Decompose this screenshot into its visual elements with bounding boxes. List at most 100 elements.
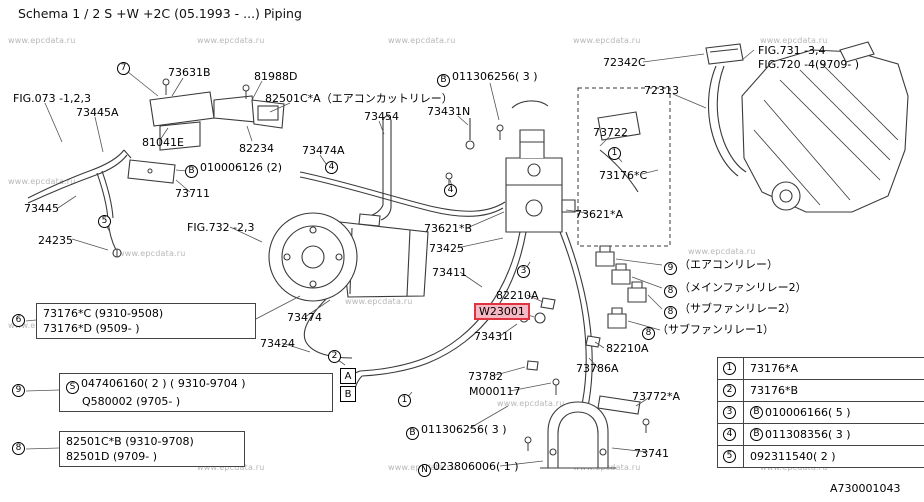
part-label-73772a: 73772*A [632,390,681,403]
drawing-number: A730001043 [830,482,901,495]
fig-ref-732: FIG.732 -2,3 [187,221,255,234]
part-number: 010006166( 5 ) [765,406,851,419]
box6-marker: 6 [12,314,25,327]
part-number: 011308356( 3 ) [765,428,851,441]
circled-number-8: 8 [664,306,677,319]
circled-letter-b: B [750,428,763,441]
circled-letter-b: B [750,406,763,419]
relay-label-subfan2: 8（サブファンリレー2） [664,302,796,319]
relay-name: （エアコンリレー） [679,258,778,271]
circled-number-8: 8 [664,285,677,298]
fig-ref-073: FIG.073 -1,2,3 [13,92,92,105]
circled-number-5: 5 [723,450,736,463]
ref-box-line: 82501C*B (9310-9708) [66,435,194,448]
callout-marker-5: 5 [98,215,111,228]
callout-marker-1a: 1 [608,147,621,160]
watermark: www.epcdata.ru [197,36,265,45]
circled-letter-n: N [418,464,431,477]
legend-num-cell: 1 [718,358,744,379]
ref-box-line: 73176*D (9509- ) [43,322,140,335]
part-label-73425: 73425 [429,242,464,255]
circled-letter-b: B [437,74,450,87]
fig-ref-731: FIG.731 -3,4 [758,44,826,57]
relay-label-mainfan2: 8（メインファンリレー2） [664,281,807,298]
watermark: www.epcdata.ru [8,36,76,45]
part-label-73431i: 73431I [474,330,513,343]
page-title: Schema 1 / 2 S +W +2C (05.1993 - ...) Pi… [18,6,302,21]
ref-box-73176: 73176*C (9310-9508) 73176*D (9509- ) [36,303,256,339]
part-label-73621b: 73621*B [424,222,473,235]
legend-part-cell: 73176*A [744,362,924,375]
circled-number-9: 9 [664,262,677,275]
circled-number-2: 2 [723,384,736,397]
connector-box-a: A [340,368,356,384]
part-label-82234: 82234 [239,142,274,155]
relay-name: （サブファンリレー1） [657,323,774,336]
part-number: 010006126 (2) [200,161,283,174]
part-number: 092311540( 2 ) [750,450,836,463]
legend-part-cell: 092311540( 2 ) [744,450,924,463]
part-label-m000117: M000117 [469,385,521,398]
legend-row: 2 73176*B [718,380,924,402]
circled-number-1: 1 [723,362,736,375]
callout-marker-4a: 4 [325,161,338,174]
callout-marker-4b: 4 [444,184,457,197]
part-label-24235: 24235 [38,234,73,247]
box8-marker: 8 [12,442,25,455]
circled-letter-b: B [406,427,419,440]
part-number: 011306256( 3 ) [452,70,538,83]
ref-box-82501: 82501C*B (9310-9708) 82501D (9709- ) [59,431,245,467]
part-label-73454: 73454 [364,110,399,123]
part-label-82501ca: 82501C*A（エアコンカットリレー） [265,92,453,105]
watermark: www.epcdata.ru [497,399,565,408]
part-label-w23001-highlighted: W23001 [474,303,530,320]
part-number: 011306256( 3 ) [421,423,507,436]
part-label-72342c: 72342C [603,56,646,69]
legend-num-cell: 2 [718,380,744,401]
watermark: www.epcdata.ru [345,297,413,306]
part-label-73431n: 73431N [427,105,471,118]
part-label-82210a-1: 82210A [496,289,539,302]
part-number: 73176*A [750,362,799,375]
circled-number-4: 4 [723,428,736,441]
ref-box-line: 82501D (9709- ) [66,450,158,463]
part-label-81041e: 81041E [142,136,184,149]
relay-label-aircon: 9（エアコンリレー） [664,258,778,275]
part-label-73474: 73474 [287,311,322,324]
part-label-73176c: 73176*C [599,169,648,182]
part-label-73631b: 73631B [168,66,211,79]
circled-number-8: 8 [642,327,655,340]
part-label-73411: 73411 [432,266,467,279]
part-label-73782: 73782 [468,370,503,383]
legend-row: 1 73176*A [718,358,924,380]
part-label-73424: 73424 [260,337,295,350]
part-label-73741: 73741 [634,447,669,460]
relay-name: （サブファンリレー2） [679,302,796,315]
ref-box-line: 73176*C (9310-9508) [43,307,164,320]
part-number: 73176*B [750,384,799,397]
part-label-73621a: 73621*A [575,208,624,221]
watermark: www.epcdata.ru [760,36,828,45]
ref-box-line: Q580002 (9705- ) [82,395,181,408]
part-label-73474a: 73474A [302,144,345,157]
legend-part-cell: 73176*B [744,384,924,397]
circled-number-3: 3 [723,406,736,419]
watermark: www.epcdata.ru [388,36,456,45]
watermark: www.epcdata.ru [8,177,76,186]
legend-row: 5 092311540( 2 ) [718,446,924,467]
fig-ref-720: FIG.720 -4(9709- ) [758,58,860,71]
part-label-82210a-2: 82210A [606,342,649,355]
